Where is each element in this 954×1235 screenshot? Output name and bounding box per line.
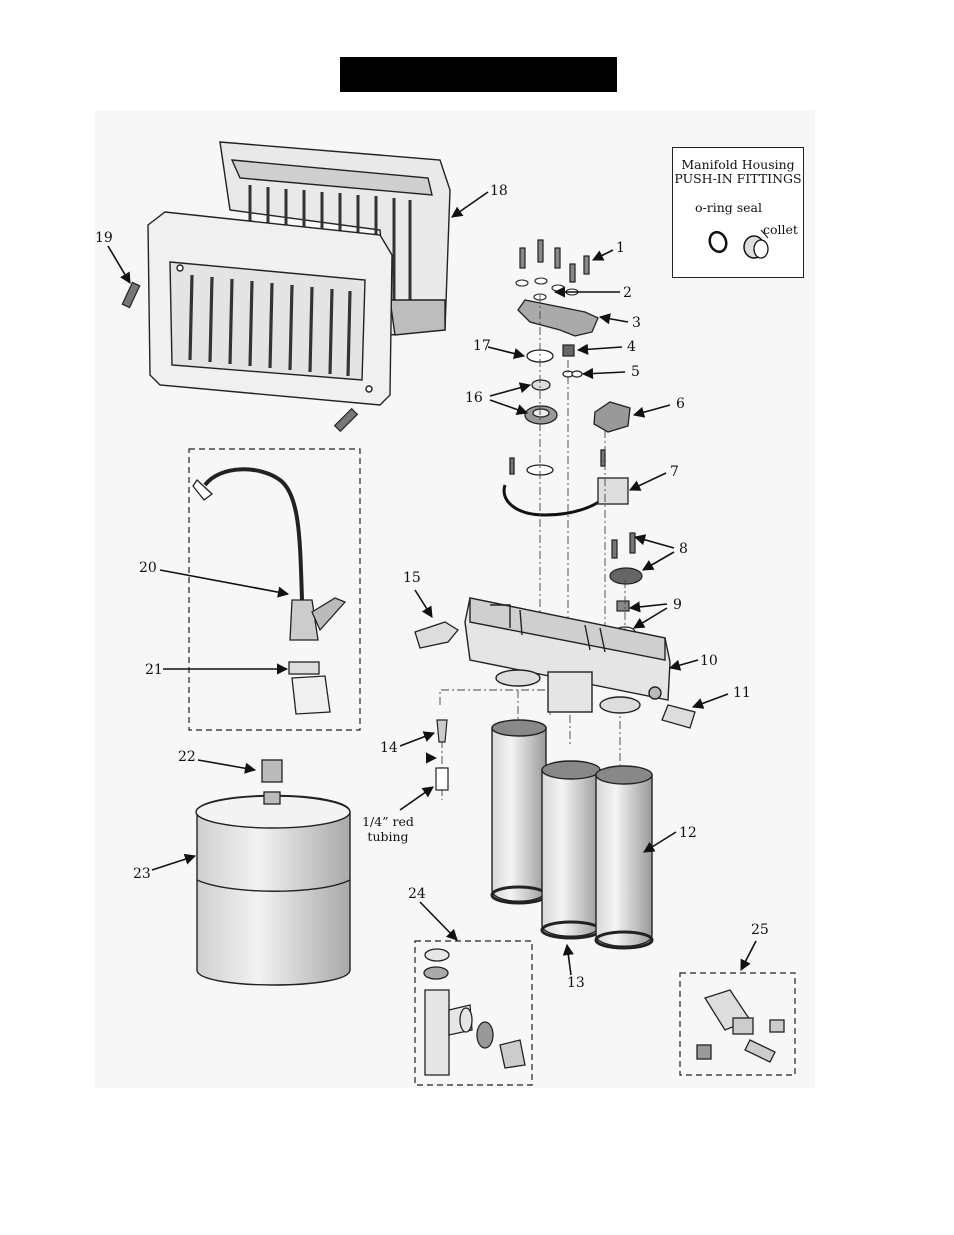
callout-12: 12	[679, 825, 697, 841]
callout-11: 11	[733, 685, 751, 701]
oring-seal-icon	[707, 230, 729, 254]
callout-4: 4	[627, 339, 636, 355]
callout-13: 13	[567, 975, 585, 991]
callout-10: 10	[700, 653, 718, 669]
callout-2: 2	[623, 285, 632, 301]
push-in-fittings-inset: Manifold Housing PUSH-IN FITTINGS o-ring…	[672, 147, 804, 278]
front-cover	[148, 212, 392, 405]
callout-18: 18	[490, 183, 508, 199]
callout-5: 5	[631, 364, 640, 380]
callout-3: 3	[632, 315, 641, 331]
callout-9: 9	[673, 597, 682, 613]
tubing-label-line1: 1/4” red	[356, 814, 420, 829]
tubing-label-line2: tubing	[356, 829, 420, 844]
tubing-label: 1/4” red tubing	[356, 814, 420, 844]
callout-22: 22	[178, 749, 196, 765]
callout-19: 19	[95, 230, 113, 246]
callout-16: 16	[465, 390, 483, 406]
callout-24: 24	[408, 886, 426, 902]
callout-6: 6	[676, 396, 685, 412]
callout-23: 23	[133, 866, 151, 882]
callout-14: 14	[380, 740, 398, 756]
callout-17: 17	[473, 338, 491, 354]
callout-8: 8	[679, 541, 688, 557]
callout-7: 7	[670, 464, 679, 480]
callout-25: 25	[751, 922, 769, 938]
callout-15: 15	[403, 570, 421, 586]
callout-1: 1	[616, 240, 625, 256]
filter-part-13	[542, 770, 600, 936]
storage-tank-part-23	[196, 796, 350, 986]
inset-parts-drawing	[673, 148, 805, 279]
callout-20: 20	[139, 560, 157, 576]
callout-21: 21	[145, 662, 163, 678]
filter-part-12	[596, 775, 652, 946]
tank-valve-part-22	[262, 760, 282, 804]
